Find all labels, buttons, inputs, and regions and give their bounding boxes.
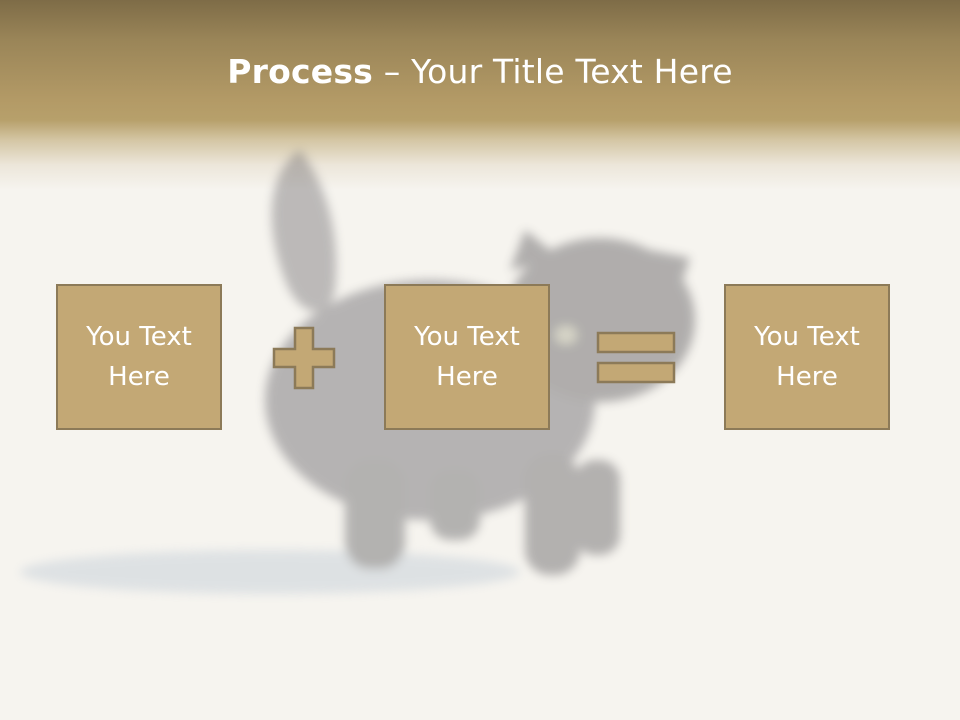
slide-title-rest: – Your Title Text Here xyxy=(373,52,733,91)
process-box-2[interactable]: You Text Here xyxy=(384,284,550,430)
process-box-3[interactable]: You Text Here xyxy=(724,284,890,430)
equals-icon xyxy=(596,331,676,384)
process-box-1[interactable]: You Text Here xyxy=(56,284,222,430)
process-box-2-label: You Text Here xyxy=(414,322,520,392)
plus-icon xyxy=(272,326,336,390)
slide-title-bold: Process xyxy=(227,52,374,91)
process-box-1-label: You Text Here xyxy=(86,322,192,392)
slide-title: Process – Your Title Text Here xyxy=(0,52,960,91)
process-box-3-label: You Text Here xyxy=(754,322,860,392)
header-band xyxy=(0,0,960,190)
